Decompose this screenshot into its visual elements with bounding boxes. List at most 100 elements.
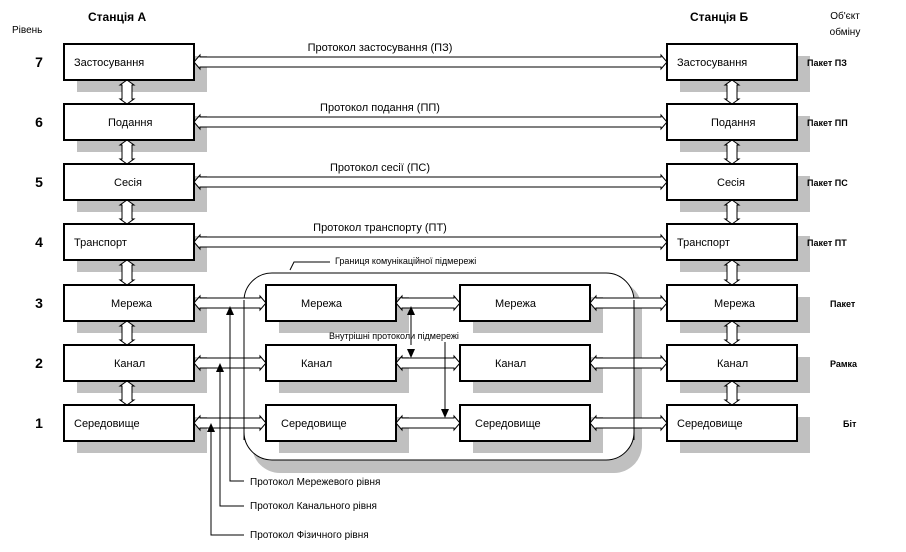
exchange-object-4: Пакет ПТ xyxy=(807,238,847,248)
subnet-node2-layer-3 xyxy=(459,284,591,322)
station-b-layer-7 xyxy=(666,43,798,81)
station-b-layer-5 xyxy=(666,163,798,201)
station-a-layer-1 xyxy=(63,404,195,442)
level-number-1: 1 xyxy=(35,415,43,431)
station-b-layer-2 xyxy=(666,344,798,382)
station-b-layer-4 xyxy=(666,223,798,261)
station-a-interlayer-arrow-4 xyxy=(118,259,136,286)
station-b-layer-2-label: Канал xyxy=(717,358,748,370)
station-b-interlayer-arrow-4 xyxy=(723,259,741,286)
subnet-node1-layer-1 xyxy=(265,404,397,442)
station-a-layer-6-label: Подання xyxy=(108,117,152,129)
station-a-header: Станція А xyxy=(88,10,147,24)
exchange-object-1: Біт xyxy=(843,419,857,429)
station-a-layer-3-label: Мережа xyxy=(111,298,153,310)
link-node1-node2-3 xyxy=(395,294,461,312)
subnet-node1-layer-3-label: Мережа xyxy=(301,298,343,310)
subnet-node1-layer-3 xyxy=(265,284,397,322)
datalink-protocol-leader xyxy=(219,370,244,507)
station-a-interlayer-arrow-2 xyxy=(118,380,136,406)
network-protocol-leader xyxy=(229,312,244,482)
subnet-boundary-leader xyxy=(289,261,330,271)
station-a-layer-5 xyxy=(63,163,195,201)
station-b-layer-6 xyxy=(666,103,798,141)
station-b-layer-1 xyxy=(666,404,798,442)
station-a-layer-2-label: Канал xyxy=(114,358,145,370)
station-b-interlayer-arrow-6 xyxy=(723,139,741,165)
level-number-3: 3 xyxy=(35,295,43,311)
internal-protocol-arrowhead-up xyxy=(407,306,415,315)
level-number-4: 4 xyxy=(35,234,43,250)
protocol-label-5: Протокол сесії (ПС) xyxy=(330,162,430,174)
physical-protocol-arrowhead xyxy=(207,423,215,432)
exchange-object-2: Рамка xyxy=(830,359,858,369)
exchange-object-7: Пакет ПЗ xyxy=(807,58,847,68)
station-b-layer-5-label: Сесія xyxy=(717,177,745,189)
level-number-7: 7 xyxy=(35,54,43,70)
station-b-layer-4-label: Транспорт xyxy=(677,237,730,249)
subnet-node1-layer-2 xyxy=(265,344,397,382)
station-b-layer-3 xyxy=(666,284,798,322)
subnet-node1-layer-1-label: Середовище xyxy=(281,418,347,430)
station-a-layer-4-label: Транспорт xyxy=(74,237,127,249)
protocol-label-7: Протокол застосування (ПЗ) xyxy=(308,42,453,54)
subnet-node2-layer-1-label: Середовище xyxy=(475,418,541,430)
station-b-layer-7-label: Застосування xyxy=(677,57,747,69)
internal-protocols-label: Внутрішні протоколи підмережі xyxy=(329,331,459,341)
station-b-interlayer-arrow-7 xyxy=(723,79,741,105)
station-a-interlayer-arrow-5 xyxy=(118,199,136,225)
internal-protocol-arrowhead-down-2 xyxy=(441,409,449,418)
network-protocol-arrowhead xyxy=(226,306,234,315)
station-b-layer-3-label: Мережа xyxy=(714,298,756,310)
protocol-arrow-5 xyxy=(193,173,668,191)
level-number-2: 2 xyxy=(35,355,43,371)
protocol-arrow-7 xyxy=(193,53,668,71)
exchange-object-header-line1: Об'єкт xyxy=(830,10,860,22)
protocol-label-4: Протокол транспорту (ПТ) xyxy=(313,222,447,234)
exchange-object-header-line2: обміну xyxy=(830,26,861,38)
station-a-layer-7-label: Застосування xyxy=(74,57,144,69)
subnet-node2-layer-1 xyxy=(459,404,591,442)
station-a-interlayer-arrow-6 xyxy=(118,139,136,165)
protocol-arrow-4 xyxy=(193,233,668,251)
subnet-boundary-label: Границя комунікаційної підмережі xyxy=(335,256,476,266)
exchange-object-5: Пакет ПС xyxy=(807,178,848,188)
station-a-interlayer-arrow-3 xyxy=(118,320,136,346)
internal-protocol-arrowhead-down xyxy=(407,349,415,358)
link-node2-b-2 xyxy=(589,354,668,372)
station-a-layer-6 xyxy=(63,103,195,141)
protocol-label-6: Протокол подання (ПП) xyxy=(320,102,440,114)
station-b-layer-1-label: Середовище xyxy=(677,418,743,430)
datalink-protocol-arrowhead xyxy=(216,363,224,372)
physical-protocol-leader xyxy=(210,430,244,536)
station-a-layer-1-label: Середовище xyxy=(74,418,140,430)
link-node2-b-1 xyxy=(589,414,668,432)
protocol-arrow-6 xyxy=(193,113,668,131)
station-b-interlayer-arrow-3 xyxy=(723,320,741,346)
station-b-interlayer-arrow-2 xyxy=(723,380,741,406)
station-b-header: Станція Б xyxy=(690,10,749,24)
station-a-layer-5-label: Сесія xyxy=(114,177,142,189)
network-protocol-label: Протокол Мережевого рівня xyxy=(250,477,380,488)
station-b-layer-6-label: Подання xyxy=(711,117,755,129)
datalink-protocol-label: Протокол Канального рівня xyxy=(250,501,377,512)
link-node2-b-3 xyxy=(589,294,668,312)
station-b-interlayer-arrow-5 xyxy=(723,199,741,225)
physical-protocol-label: Протокол Фізичного рівня xyxy=(250,530,369,541)
link-node1-node2-1 xyxy=(395,414,461,432)
subnet-node2-layer-2 xyxy=(459,344,591,382)
exchange-object-3: Пакет xyxy=(830,299,856,309)
exchange-object-6: Пакет ПП xyxy=(807,118,848,128)
subnet-node2-layer-2-label: Канал xyxy=(495,358,526,370)
level-number-5: 5 xyxy=(35,174,43,190)
level-number-6: 6 xyxy=(35,114,43,130)
station-a-layer-4 xyxy=(63,223,195,261)
station-a-layer-3 xyxy=(63,284,195,322)
station-a-layer-7 xyxy=(63,43,195,81)
level-column-header: Рівень xyxy=(12,25,42,36)
station-a-layer-2 xyxy=(63,344,195,382)
link-node1-node2-2 xyxy=(395,354,461,372)
subnet-node2-layer-3-label: Мережа xyxy=(495,298,537,310)
subnet-node1-layer-2-label: Канал xyxy=(301,358,332,370)
